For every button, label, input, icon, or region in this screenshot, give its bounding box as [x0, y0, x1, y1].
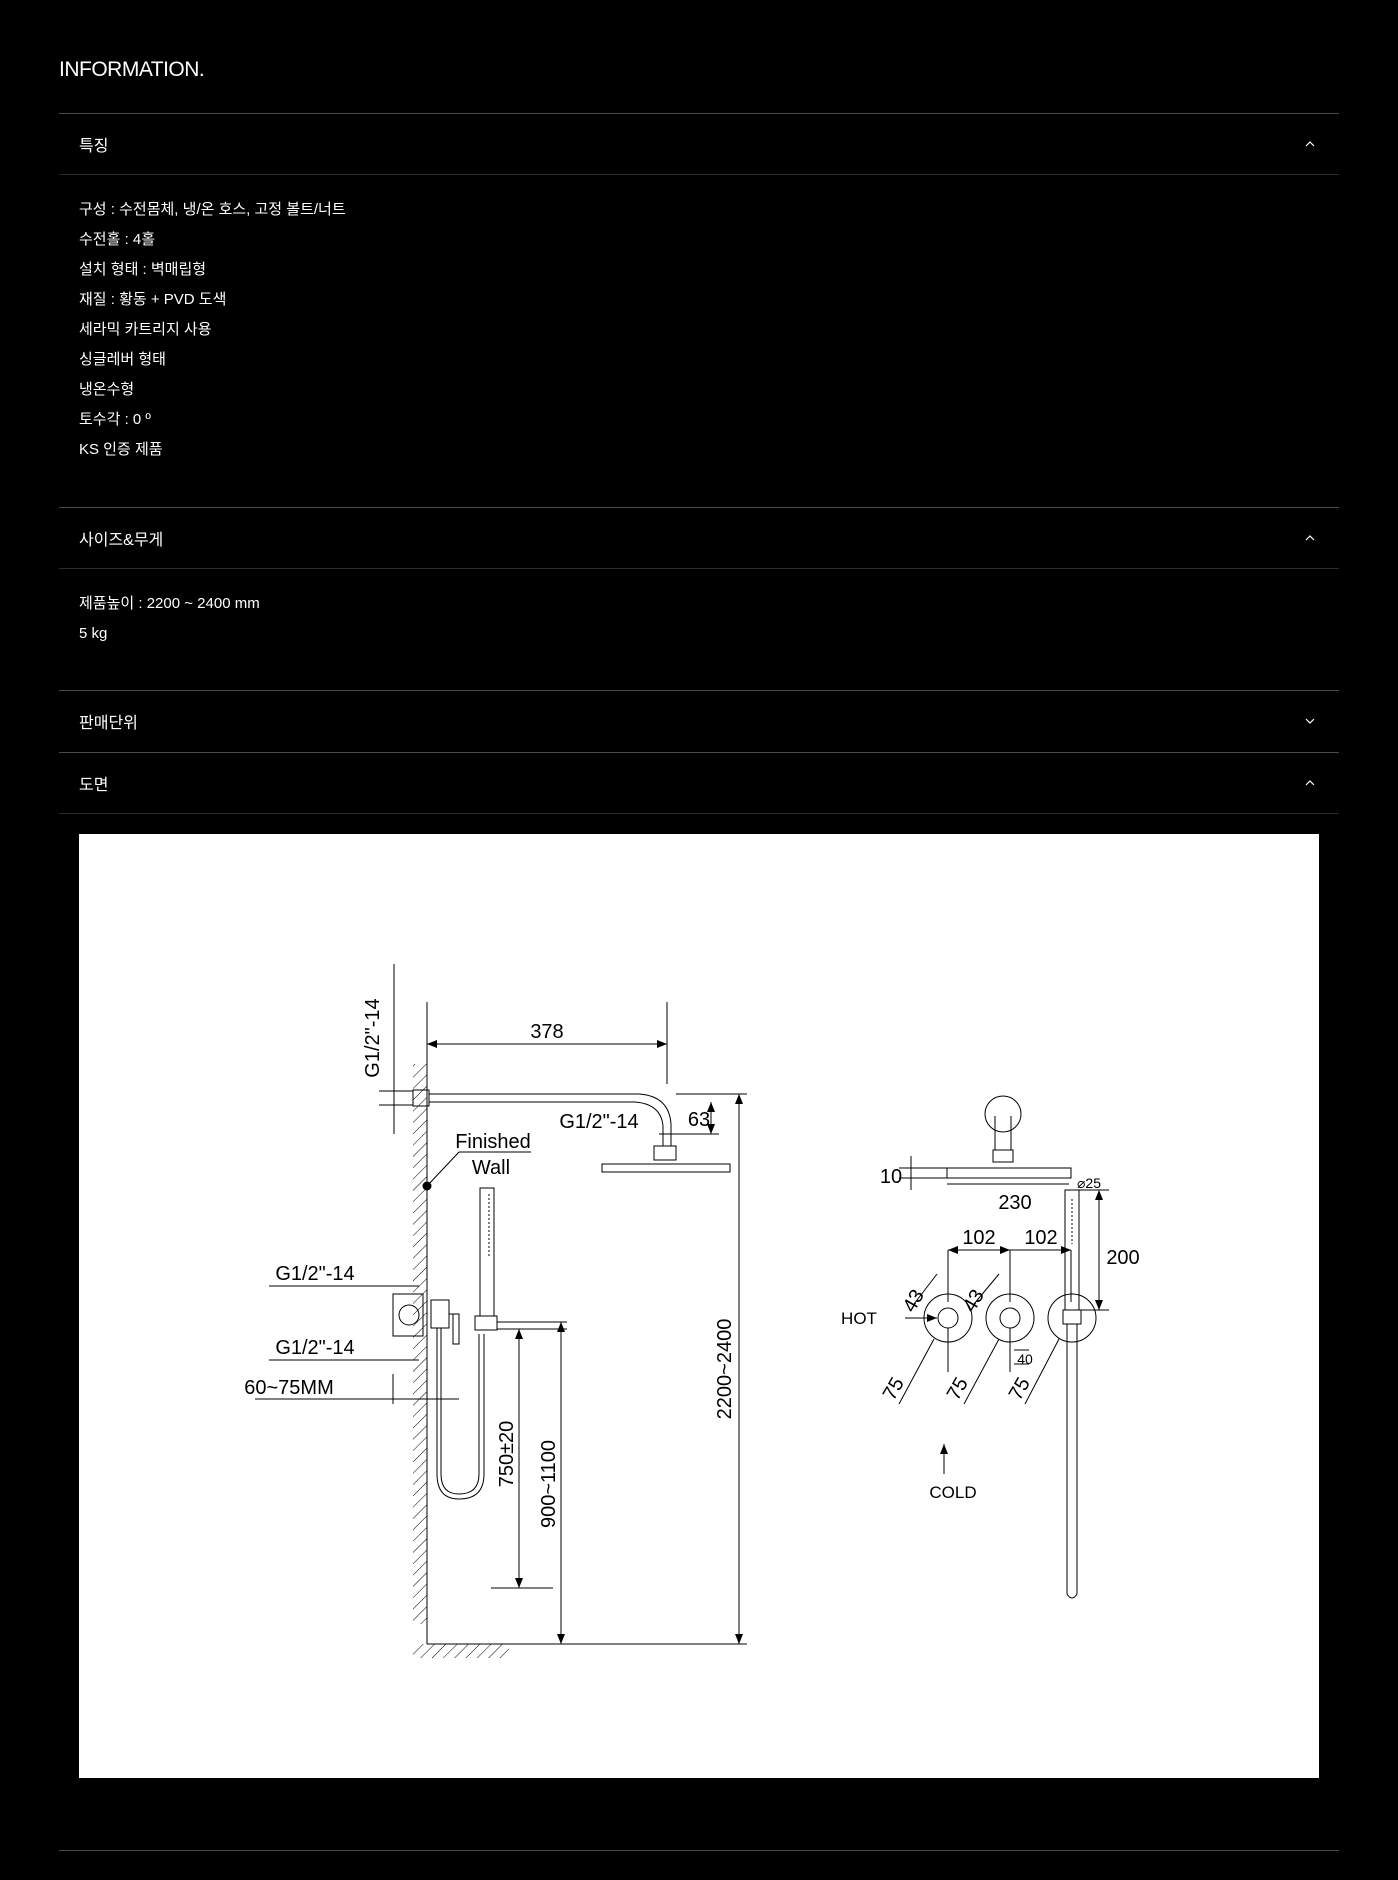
dim-pipe-top: G1/2"-14 [362, 998, 384, 1077]
dim-hand-shower-length: 200 [1106, 1247, 1139, 1269]
dim-plate-2: 43 [959, 1286, 989, 1316]
drawing-canvas: G1/2"-14 378 G1/2"-14 63 Finished Wall G… [244, 964, 1140, 1658]
divider [59, 507, 1339, 508]
technical-drawing: G1/2"-14 378 G1/2"-14 63 Finished Wall G… [79, 834, 1319, 1778]
dim-spacing-1: 102 [962, 1227, 995, 1249]
wall-hatch [413, 1064, 427, 1624]
divider [59, 113, 1339, 114]
list-item: 세라믹 카트리지 사용 [79, 321, 212, 338]
divider [59, 174, 1339, 175]
dim-arm-drop: 63 [688, 1109, 710, 1131]
size-weight-list: 제품높이 : 2200 ~ 2400 mm 5 kg [79, 589, 260, 649]
dim-arm-length: 378 [530, 1021, 563, 1043]
list-item: 제품높이 : 2200 ~ 2400 mm [79, 595, 260, 612]
chevron-up-icon [1305, 535, 1315, 541]
list-item: 토수각 : 0 º [79, 411, 151, 428]
dim-rosette-3: 75 [1005, 1374, 1035, 1404]
dim-inlet-upper: G1/2"-14 [275, 1263, 354, 1285]
divider [59, 1850, 1339, 1851]
page-title: INFORMATION. [59, 58, 205, 81]
dim-rosette-1: 75 [879, 1374, 909, 1404]
chevron-down-icon [1305, 718, 1315, 724]
label-wall: Wall [472, 1157, 510, 1179]
list-item: 설치 형태 : 벽매립형 [79, 261, 207, 278]
accordion-label: 특징 [79, 138, 109, 155]
divider [59, 690, 1339, 691]
dim-spacing-2: 102 [1024, 1227, 1057, 1249]
dim-holder-height: 900~1100 [538, 1440, 560, 1528]
chevron-up-icon [1305, 780, 1315, 786]
dim-handle-diameter: ⌀25 [1077, 1175, 1101, 1191]
list-item: 수전홀 : 4홀 [79, 231, 156, 248]
accordion-header-drawing[interactable]: 도면 [59, 753, 1339, 813]
accordion-label: 도면 [79, 777, 109, 794]
chevron-up-icon [1305, 141, 1315, 147]
dim-wall-depth: 60~75MM [244, 1377, 334, 1399]
features-list: 구성 : 수전몸체, 냉/온 호스, 고정 볼트/너트 수전홀 : 4홀 설치 … [79, 195, 346, 465]
accordion-label: 사이즈&무게 [79, 532, 164, 549]
dim-inlet-lower: G1/2"-14 [275, 1337, 354, 1359]
dim-arm-thread: G1/2"-14 [559, 1111, 638, 1133]
dim-head-thickness: 10 [880, 1166, 902, 1188]
label-cold: COLD [929, 1483, 976, 1502]
accordion-header-sales-unit[interactable]: 판매단위 [59, 691, 1339, 751]
accordion-label: 판매단위 [79, 715, 138, 732]
floor-hatch [413, 1644, 509, 1658]
dim-total-height: 2200~2400 [714, 1319, 736, 1420]
list-item: 재질 : 황동 + PVD 도색 [79, 291, 227, 308]
label-finished: Finished [455, 1131, 531, 1153]
divider [59, 568, 1339, 569]
list-item: 구성 : 수전몸체, 냉/온 호스, 고정 볼트/너트 [79, 201, 346, 218]
dim-lever: 40 [1017, 1351, 1033, 1367]
list-item: KS 인증 제품 [79, 441, 163, 458]
list-item: 냉온수형 [79, 381, 135, 398]
divider [59, 813, 1339, 814]
list-item: 5 kg [79, 625, 108, 642]
divider [59, 752, 1339, 753]
dim-rosette-2: 75 [943, 1374, 973, 1404]
label-hot: HOT [841, 1309, 877, 1328]
accordion-header-size-weight[interactable]: 사이즈&무게 [59, 508, 1339, 568]
dim-hose-height: 750±20 [496, 1421, 518, 1488]
accordion-header-features[interactable]: 특징 [59, 114, 1339, 174]
dim-head-width: 230 [998, 1192, 1031, 1214]
list-item: 싱글레버 형태 [79, 351, 166, 368]
